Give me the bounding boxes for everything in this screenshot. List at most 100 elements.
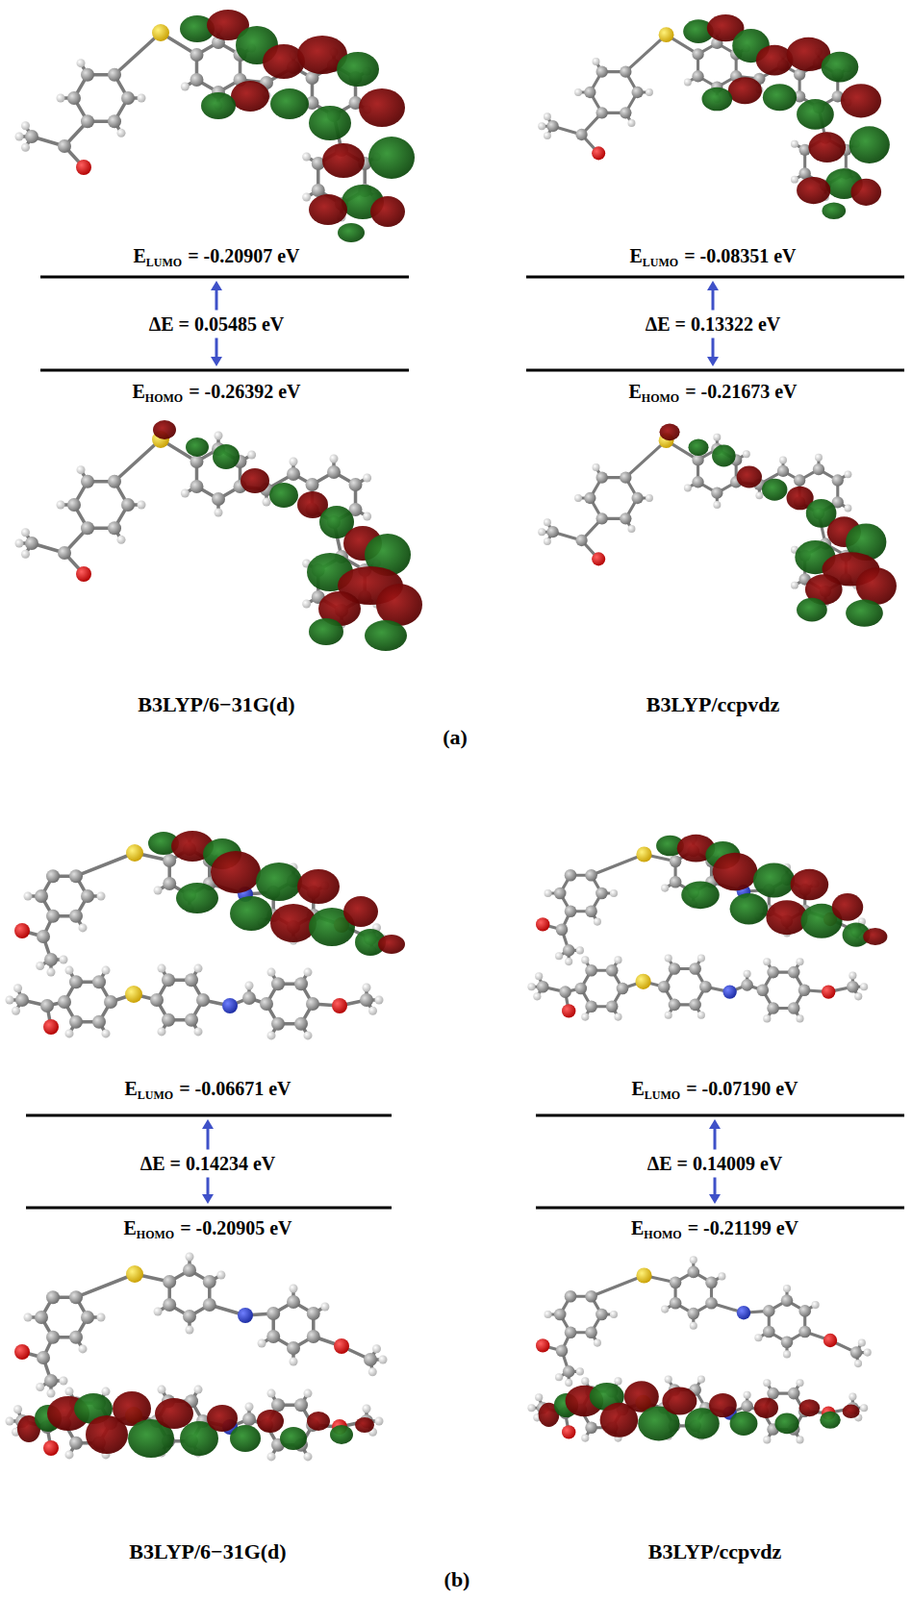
orbital-lobe bbox=[845, 600, 884, 628]
orbital-lobe bbox=[712, 853, 759, 892]
atom-ball bbox=[593, 1340, 602, 1348]
subscript-text: LUMO bbox=[146, 255, 182, 270]
atom-ball bbox=[821, 985, 836, 999]
atom-ball bbox=[359, 993, 374, 1008]
label-text: E bbox=[123, 1217, 136, 1240]
atom-ball bbox=[76, 465, 86, 475]
atom-ball bbox=[101, 1029, 111, 1039]
atom-ball bbox=[78, 1344, 88, 1354]
subscript-text: LUMO bbox=[644, 1089, 681, 1103]
gap-arrow-head bbox=[202, 1194, 214, 1205]
atom-ball bbox=[185, 1326, 195, 1336]
atom-ball bbox=[44, 953, 58, 967]
atom-ball bbox=[798, 1326, 811, 1340]
atom-ball bbox=[814, 454, 823, 462]
atom-ball bbox=[779, 456, 787, 464]
orbital-lobe bbox=[256, 1410, 284, 1434]
atom-ball bbox=[59, 956, 69, 965]
molecule-model bbox=[527, 835, 887, 1024]
gap-arrow-shaft bbox=[206, 1129, 210, 1151]
atom-ball bbox=[46, 910, 60, 924]
atom-ball bbox=[781, 1294, 794, 1308]
atom-ball bbox=[34, 889, 49, 904]
label-text: = -0.21199 eV bbox=[687, 1217, 799, 1240]
atom-ball bbox=[245, 982, 254, 991]
orbital-lobe bbox=[753, 863, 795, 899]
atom-ball bbox=[717, 1272, 726, 1281]
atom-ball bbox=[740, 979, 754, 992]
orbital-lobe bbox=[229, 1425, 261, 1453]
atom-ball bbox=[787, 1002, 801, 1015]
atom-ball bbox=[777, 465, 789, 478]
atom-ball bbox=[34, 1311, 49, 1325]
label-text: ΔE = 0.14234 eV bbox=[140, 1153, 277, 1175]
atom-ball bbox=[684, 77, 692, 86]
atom-ball bbox=[699, 981, 712, 994]
atom-ball bbox=[40, 999, 54, 1014]
atom-ball bbox=[162, 1275, 177, 1290]
subscript-text: HOMO bbox=[643, 1228, 682, 1242]
atom-ball bbox=[556, 1345, 569, 1359]
gap-arrow-head bbox=[707, 280, 719, 291]
gap-arrow-head bbox=[707, 356, 719, 367]
orbital-lobe bbox=[269, 482, 299, 508]
atom-ball bbox=[556, 924, 569, 938]
atom-ball bbox=[613, 1377, 622, 1386]
gap-arrow-shaft bbox=[206, 1178, 210, 1196]
atom-ball bbox=[795, 1014, 804, 1023]
atom-ball bbox=[669, 876, 683, 889]
atom-ball bbox=[687, 1266, 701, 1280]
atom-ball bbox=[743, 970, 752, 979]
atom-ball bbox=[59, 1377, 69, 1387]
atom-ball bbox=[790, 176, 799, 184]
atom-ball bbox=[668, 962, 682, 976]
atom-ball bbox=[320, 1303, 330, 1313]
atom-ball bbox=[97, 892, 106, 902]
atom-ball bbox=[69, 910, 83, 924]
atom-ball bbox=[262, 498, 272, 507]
atom-ball bbox=[606, 1000, 619, 1014]
atom-ball bbox=[157, 1027, 167, 1037]
orbital-lobe bbox=[212, 444, 240, 470]
atom-ball bbox=[76, 159, 92, 176]
atom-ball bbox=[379, 1356, 388, 1366]
atom-ball bbox=[5, 1418, 15, 1427]
atom-ball bbox=[56, 501, 66, 510]
gap-label: ΔE = 0.14234 eV bbox=[140, 1153, 277, 1176]
atom-ball bbox=[660, 885, 669, 893]
atom-ball bbox=[107, 475, 122, 489]
atom-ball bbox=[710, 487, 723, 500]
atom-ball bbox=[609, 1311, 618, 1319]
orbital-lobe bbox=[370, 196, 406, 228]
atom-ball bbox=[368, 1368, 378, 1377]
atom-ball bbox=[743, 1392, 752, 1400]
atom-ball bbox=[583, 492, 596, 505]
bond-line bbox=[625, 34, 666, 73]
orbital-lobe bbox=[210, 851, 261, 894]
orbital-lobe bbox=[840, 83, 882, 118]
atom-ball bbox=[286, 467, 301, 482]
atom-ball bbox=[257, 1340, 267, 1349]
atom-ball bbox=[555, 952, 563, 961]
atom-ball bbox=[57, 139, 72, 153]
orbital-lobe bbox=[796, 177, 831, 204]
orbital-lobe bbox=[308, 105, 352, 141]
atom-ball bbox=[846, 981, 860, 994]
atom-ball bbox=[576, 946, 584, 955]
orbital-lobe bbox=[842, 1405, 861, 1419]
atom-ball bbox=[80, 475, 95, 489]
atom-ball bbox=[121, 91, 135, 105]
atom-ball bbox=[306, 1307, 321, 1321]
orbital-lobe bbox=[661, 1388, 697, 1417]
atom-ball bbox=[162, 854, 177, 868]
atom-ball bbox=[289, 457, 299, 467]
orbital-lobe bbox=[201, 92, 236, 120]
atom-ball bbox=[790, 140, 799, 149]
atom-ball bbox=[65, 966, 75, 976]
atom-ball bbox=[214, 508, 224, 518]
atom-ball bbox=[574, 494, 583, 503]
atom-ball bbox=[584, 905, 598, 918]
energy-level-line bbox=[40, 369, 409, 373]
orbital-lobe bbox=[711, 445, 736, 468]
atom-ball bbox=[575, 983, 588, 996]
